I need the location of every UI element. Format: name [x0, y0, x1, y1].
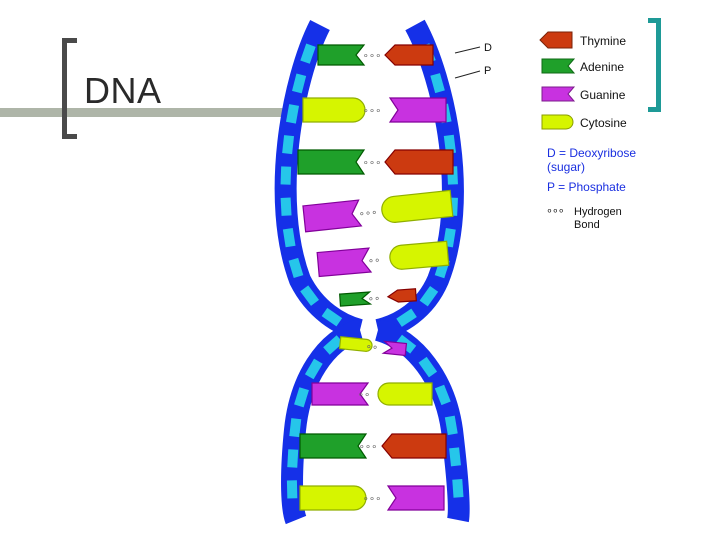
base-thymine: [381, 433, 447, 459]
title-underline-bar: [0, 108, 300, 117]
hydrogen-bond-label: ∘∘: [367, 293, 380, 305]
phosphate-segment: [300, 43, 316, 64]
base-guanine: [386, 485, 445, 511]
thymine-swatch-icon: [539, 31, 573, 49]
phosphate-segment: [430, 73, 445, 94]
backbone-strand: [274, 20, 364, 341]
hydrogen-bond-label: ∘∘: [367, 255, 380, 267]
phosphate-segment: [286, 480, 298, 499]
base-adenine: [339, 291, 373, 307]
left-bracket-decoration: [62, 38, 77, 139]
base-cytosine: [338, 336, 373, 352]
base-pair: ∘∘: [339, 288, 417, 307]
base-cytosine: [299, 485, 367, 511]
deoxyribose-callout-line: [454, 46, 481, 54]
base-pair: ∘∘∘: [297, 149, 454, 175]
phosphate-segment: [300, 285, 320, 306]
phosphate-segment: [443, 134, 456, 154]
legend-deoxyribose-line1: D = Deoxyribose: [547, 146, 637, 160]
base-cytosine: [302, 97, 366, 123]
phosphate-segment: [289, 418, 302, 438]
callouts: D P: [454, 42, 492, 79]
phosphate-segment: [419, 285, 439, 307]
phosphate-segment: [304, 358, 323, 380]
base-guanine: [316, 247, 373, 278]
phosphate-segment: [434, 384, 451, 406]
base-pair: ∘∘∘: [317, 44, 434, 66]
base-pairs: ∘∘∘∘∘∘∘∘∘∘∘∘∘∘∘∘∘∘∘∘∘∘∘∘∘∘: [297, 44, 454, 511]
deoxyribose-letter: D: [484, 42, 492, 54]
guanine-swatch-icon: [541, 86, 576, 102]
legend-phosphate: P = Phosphate: [547, 180, 626, 194]
cytosine-swatch-icon: [541, 114, 574, 130]
base-guanine: [381, 340, 408, 357]
base-pair: ∘∘∘: [299, 433, 447, 459]
phosphate-segment: [294, 387, 309, 408]
hydrogen-bond-label: ∘∘∘: [358, 207, 378, 220]
right-bracket-decoration: [648, 18, 661, 112]
base-pair: ∘∘∘: [299, 485, 445, 511]
legend-adenine-label: Adenine: [580, 60, 625, 74]
legend-hydrogen-line2: Bond: [574, 219, 600, 231]
base-pair: ∘∘∘: [302, 97, 447, 123]
legend-swatches: [539, 31, 576, 130]
base-pair: ∘∘∘: [302, 189, 454, 233]
phosphate-segment: [449, 447, 461, 467]
base-thymine: [386, 288, 417, 303]
hydrogen-bond-label: ∘∘: [365, 341, 379, 353]
legend-hydrogen-line1: Hydrogen: [574, 206, 622, 218]
base-guanine: [311, 382, 370, 406]
base-cytosine: [381, 189, 454, 223]
legend-guanine-label: Guanine: [580, 88, 626, 102]
hydrogen-bond-label: ∘∘∘: [363, 51, 382, 62]
hydrogen-bond-label: ∘∘∘: [359, 442, 378, 453]
hydrogen-bond-label: ∘∘∘: [363, 494, 382, 505]
base-adenine: [317, 44, 366, 66]
backbone-strand: [375, 19, 464, 341]
phosphate-segment: [282, 227, 296, 248]
phosphate-segment: [287, 449, 299, 468]
phosphate-segment: [323, 335, 344, 355]
base-pair: ∘∘: [316, 240, 450, 278]
legend-cytosine-label: Cytosine: [580, 116, 627, 130]
base-adenine: [299, 433, 368, 459]
phosphate-segment: [280, 166, 292, 185]
phosphate-segment: [288, 257, 304, 278]
base-guanine: [388, 97, 447, 123]
phosphate-letter: P: [484, 65, 491, 77]
phosphate-segment: [444, 415, 458, 436]
hydrogen-bond-symbol-icon: ∘∘∘: [546, 205, 565, 217]
base-pair: ∘∘: [338, 336, 408, 357]
phosphate-segment: [321, 307, 343, 327]
base-pair: ∘∘: [311, 382, 433, 406]
base-cytosine: [377, 382, 433, 406]
legend-deoxyribose-line2: (sugar): [547, 160, 586, 174]
phosphate-segment: [418, 356, 438, 378]
phosphate-segment: [452, 479, 464, 498]
base-cytosine: [389, 240, 450, 270]
hydrogen-bond-label: ∘∘∘: [363, 106, 382, 117]
phosphate-segment: [396, 308, 417, 327]
legend-thymine-label: Thymine: [580, 34, 627, 48]
base-thymine: [384, 44, 434, 66]
base-guanine: [302, 199, 363, 233]
base-thymine: [384, 149, 454, 175]
hydrogen-bond-label: ∘∘∘: [363, 158, 382, 169]
phosphate-segment: [280, 197, 292, 216]
phosphate-segment: [292, 73, 307, 94]
hydrogen-bond-label: ∘∘: [358, 390, 371, 401]
slide-title: DNA: [84, 70, 162, 111]
phosphate-segment: [282, 135, 295, 155]
phosphate-segment: [286, 104, 300, 124]
phosphate-callout-line: [454, 70, 481, 79]
adenine-swatch-icon: [541, 58, 576, 74]
base-adenine: [297, 149, 366, 175]
